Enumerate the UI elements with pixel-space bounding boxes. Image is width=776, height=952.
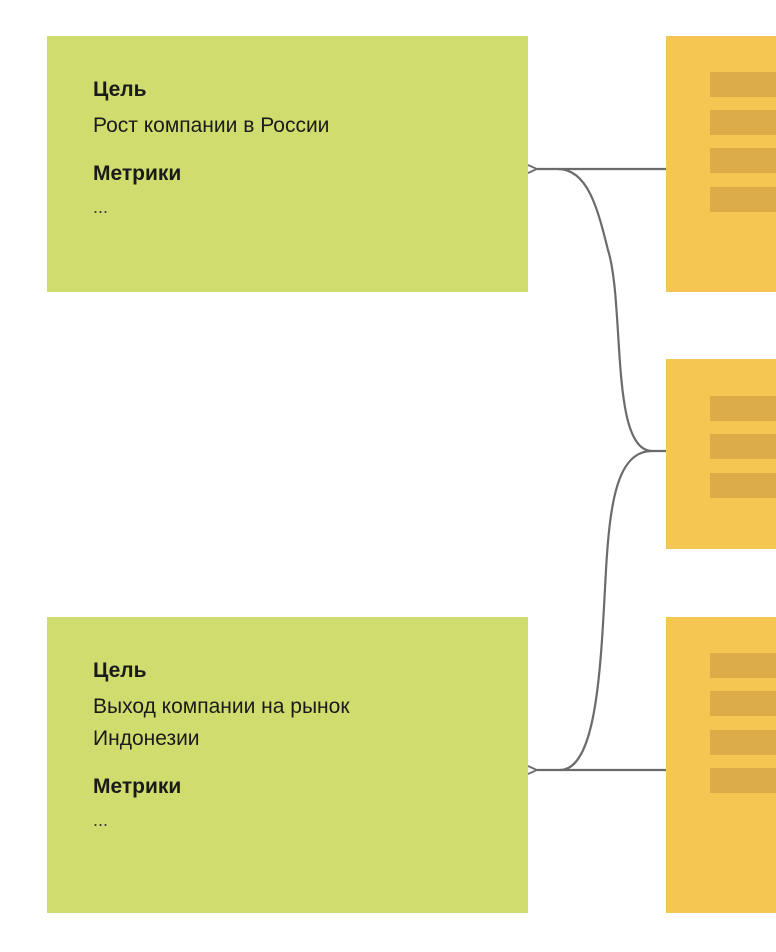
task-placeholder-line [710, 148, 776, 173]
metrics-text: ... [93, 810, 109, 830]
goal-heading: Цель [93, 659, 147, 682]
task-placeholder-line [710, 691, 776, 716]
task-placeholder-line [710, 434, 776, 459]
task-placeholder-line [710, 396, 776, 421]
goal-card-indonesia: Цель Выход компании на рынок Индонезии М… [47, 617, 528, 913]
task-placeholder-line [710, 110, 776, 135]
task-placeholder-line [710, 730, 776, 755]
goal-card-russia: Цель Рост компании в России Метрики ... [47, 36, 528, 292]
goal-text: Рост компании в России [93, 114, 330, 137]
metrics-heading: Метрики [93, 162, 182, 185]
metrics-text: ... [93, 197, 109, 217]
goal-heading: Цель [93, 78, 147, 101]
task-card [666, 617, 776, 913]
task-card [666, 359, 776, 549]
goal-text: Выход компании на рынок Индонезии [93, 695, 350, 750]
connector-task2-to-goal-bottom [559, 449, 653, 772]
task-placeholder-line [710, 768, 776, 793]
metrics-heading: Метрики [93, 775, 182, 798]
task-placeholder-line [710, 72, 776, 97]
connector-task2-to-goal-top [557, 167, 666, 453]
task-placeholder-line [710, 473, 776, 498]
task-placeholder-line [710, 653, 776, 678]
task-card [666, 36, 776, 292]
task-placeholder-line [710, 187, 776, 212]
